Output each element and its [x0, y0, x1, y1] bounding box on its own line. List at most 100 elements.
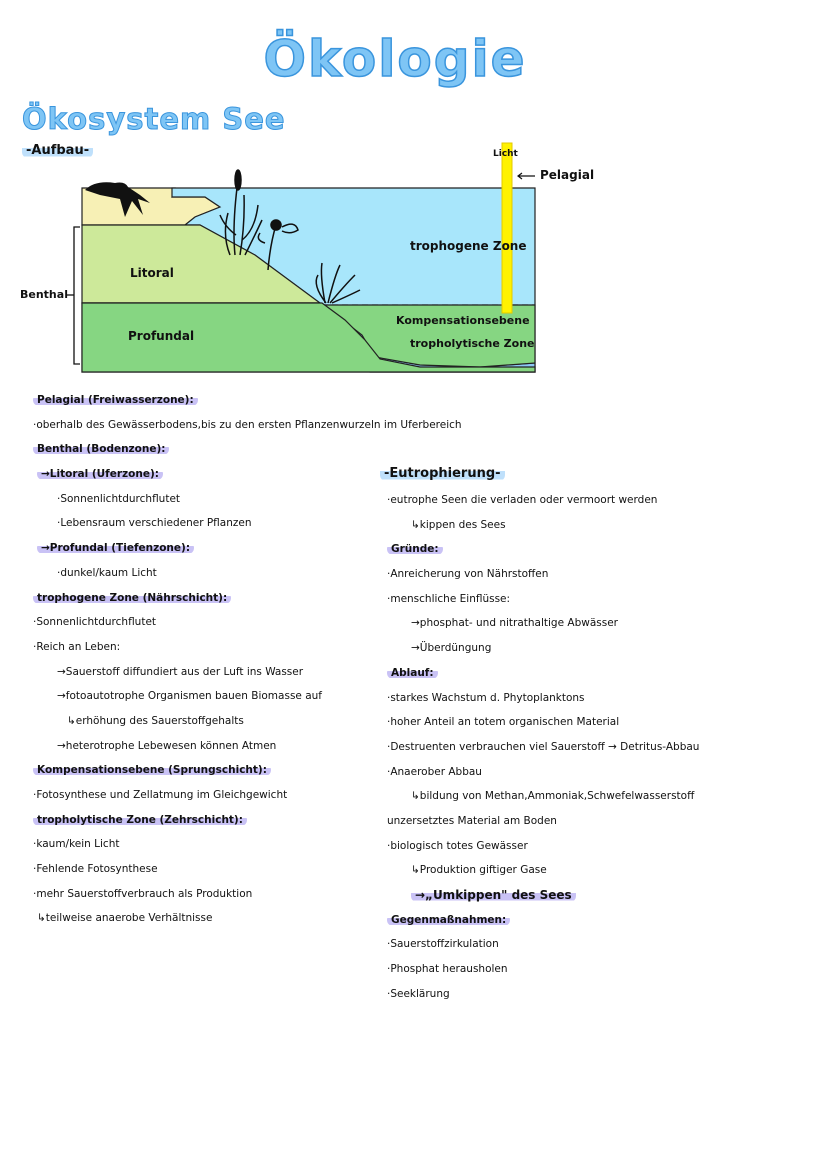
- note-text: →heterotrophe Lebewesen können Atmen: [57, 739, 277, 752]
- note-line: ·Fotosynthese und Zellatmung im Gleichge…: [33, 783, 462, 808]
- note-line: ·Sonnenlichtdurchflutet: [33, 487, 462, 512]
- note-line: →fotoautotrophe Organismen bauen Biomass…: [33, 684, 462, 709]
- note-heading: Gegenmaßnahmen:: [387, 913, 511, 926]
- note-heading: trophogene Zone (Nährschicht):: [33, 591, 232, 604]
- note-line: ·Lebensraum verschiedener Pflanzen: [33, 511, 462, 536]
- pelagial-arrow: [517, 172, 535, 180]
- note-line: tropholytische Zone (Zehrschicht):: [33, 808, 462, 833]
- tree-roots-icon: [85, 182, 150, 217]
- label-benthal: Benthal: [20, 288, 68, 301]
- note-line: ·kaum/kein Licht: [33, 832, 462, 857]
- note-line: →Sauerstoff diffundiert aus der Luft ins…: [33, 660, 462, 685]
- note-line: ↳kippen des Sees: [387, 513, 699, 538]
- note-line: Benthal (Bodenzone):: [33, 437, 462, 462]
- label-litoral: Litoral: [130, 266, 174, 280]
- note-line: ·Reich an Leben:: [33, 635, 462, 660]
- note-text: ·Seeklärung: [387, 987, 450, 1000]
- aufbau-label: -Aufbau-: [22, 143, 94, 158]
- note-line: ·Destruenten verbrauchen viel Sauerstoff…: [387, 735, 699, 760]
- note-line: ·Sonnenlichtdurchflutet: [33, 610, 462, 635]
- note-text: ·Destruenten verbrauchen viel Sauerstoff…: [387, 740, 700, 753]
- note-text: ·Sauerstoffzirkulation: [387, 938, 499, 951]
- note-text: ·Sonnenlichtdurchflutet: [57, 492, 181, 505]
- note-line: ↳Produktion giftiger Gase: [387, 858, 699, 883]
- note-line: →phosphat- und nitrathaltige Abwässer: [387, 611, 699, 636]
- note-line: ·oberhalb des Gewässerbodens,bis zu den …: [33, 413, 462, 438]
- light-beam: [501, 142, 513, 314]
- note-line: Gegenmaßnahmen:: [387, 908, 699, 933]
- note-line: ·biologisch totes Gewässer: [387, 834, 699, 859]
- note-line: ·Fehlende Fotosynthese: [33, 857, 462, 882]
- note-heading: Benthal (Bodenzone):: [33, 443, 170, 456]
- right-notes: ·eutrophe Seen die verladen oder vermoor…: [387, 488, 699, 1006]
- note-text: ·kaum/kein Licht: [33, 838, 120, 851]
- note-text: ·mehr Sauerstoffverbrauch als Produktion: [33, 887, 253, 900]
- note-text: →Überdüngung: [411, 642, 492, 655]
- benthal-bracket: [73, 226, 80, 365]
- note-text: ↳teilweise anaerobe Verhältnisse: [37, 912, 213, 925]
- lake-diagram: [66, 142, 536, 373]
- note-line: ·mehr Sauerstoffverbrauch als Produktion: [33, 882, 462, 907]
- note-text: ↳erhöhung des Sauerstoffgehalts: [67, 714, 244, 727]
- label-kompensation: Kompensationsebene: [396, 314, 530, 327]
- note-line: ·menschliche Einflüsse:: [387, 587, 699, 612]
- eutrophierung-heading: -Eutrophierung-: [380, 466, 505, 481]
- note-line: Gründe:: [387, 537, 699, 562]
- page-title: Ökologie: [263, 29, 527, 89]
- note-text: ·Sonnenlichtdurchflutet: [33, 616, 157, 629]
- note-heading: Ablauf:: [387, 666, 438, 679]
- note-text: ↳Produktion giftiger Gase: [411, 864, 547, 877]
- note-line: Kompensationsebene (Sprungschicht):: [33, 758, 462, 783]
- note-line: ↳bildung von Methan,Ammoniak,Schwefelwas…: [387, 784, 699, 809]
- note-heading: →Profundal (Tiefenzone):: [37, 542, 195, 555]
- note-heading: Pelagial (Freiwasserzone):: [33, 394, 198, 406]
- note-line: ·starkes Wachstum d. Phytoplanktons: [387, 686, 699, 711]
- note-text: ·Anaerober Abbau: [387, 765, 482, 778]
- note-line: unzersetztes Material am Boden: [387, 809, 699, 834]
- note-line: →heterotrophe Lebewesen können Atmen: [33, 734, 462, 759]
- note-text: ·Anreicherung von Nährstoffen: [387, 568, 549, 581]
- label-licht: Licht: [493, 149, 518, 159]
- note-text: ·biologisch totes Gewässer: [387, 839, 528, 852]
- note-text: ·menschliche Einflüsse:: [387, 592, 511, 605]
- section-title: Ökosystem See: [22, 102, 286, 137]
- note-text: ·hoher Anteil an totem organischen Mater…: [387, 716, 620, 729]
- note-line: ·Anreicherung von Nährstoffen: [387, 562, 699, 587]
- water-lily-icon: [257, 219, 299, 271]
- note-line: Ablauf:: [387, 661, 699, 686]
- note-line: ·Phosphat herausholen: [387, 957, 699, 982]
- note-heading: Kompensationsebene (Sprungschicht):: [33, 764, 271, 777]
- note-heading: Gründe:: [387, 543, 443, 556]
- note-line: →Überdüngung: [387, 636, 699, 661]
- note-text: →Sauerstoff diffundiert aus der Luft ins…: [57, 665, 304, 678]
- label-tropholytische: tropholytische Zone: [410, 337, 535, 350]
- note-line: ·hoher Anteil an totem organischen Mater…: [387, 710, 699, 735]
- note-line: ·dunkel/kaum Licht: [33, 561, 462, 586]
- note-text: →„Umkippen" des Sees: [411, 888, 576, 902]
- note-text: ·dunkel/kaum Licht: [57, 566, 157, 579]
- note-text: ·starkes Wachstum d. Phytoplanktons: [387, 691, 585, 704]
- note-line: →„Umkippen" des Sees: [387, 883, 699, 908]
- note-line: ·eutrophe Seen die verladen oder vermoor…: [387, 488, 699, 513]
- note-line: ·Seeklärung: [387, 982, 699, 1007]
- note-heading: tropholytische Zone (Zehrschicht):: [33, 813, 247, 826]
- note-text: →phosphat- und nitrathaltige Abwässer: [411, 617, 618, 630]
- note-line: Pelagial (Freiwasserzone):: [33, 388, 462, 413]
- note-text: ·Reich an Leben:: [33, 640, 121, 653]
- label-pelagial: Pelagial: [540, 168, 595, 182]
- note-text: ·oberhalb des Gewässerbodens,bis zu den …: [33, 418, 462, 431]
- note-line: ↳erhöhung des Sauerstoffgehalts: [33, 709, 462, 734]
- left-notes: Pelagial (Freiwasserzone): ·oberhalb des …: [33, 388, 462, 931]
- reed-plant-icon: [219, 169, 263, 256]
- note-line: ·Sauerstoffzirkulation: [387, 932, 699, 957]
- note-text: ↳bildung von Methan,Ammoniak,Schwefelwas…: [411, 790, 695, 803]
- note-line: ·Anaerober Abbau: [387, 760, 699, 785]
- note-text: ·Fotosynthese und Zellatmung im Gleichge…: [33, 789, 288, 801]
- note-text: ·Phosphat herausholen: [387, 963, 508, 976]
- note-text: ·Lebensraum verschiedener Pflanzen: [57, 517, 252, 530]
- note-line: →Profundal (Tiefenzone):: [33, 536, 462, 561]
- note-text: unzersetztes Material am Boden: [387, 814, 557, 827]
- note-line: trophogene Zone (Nährschicht):: [33, 586, 462, 611]
- note-text: ↳kippen des Sees: [411, 518, 506, 531]
- note-heading: →Litoral (Uferzone):: [37, 468, 163, 481]
